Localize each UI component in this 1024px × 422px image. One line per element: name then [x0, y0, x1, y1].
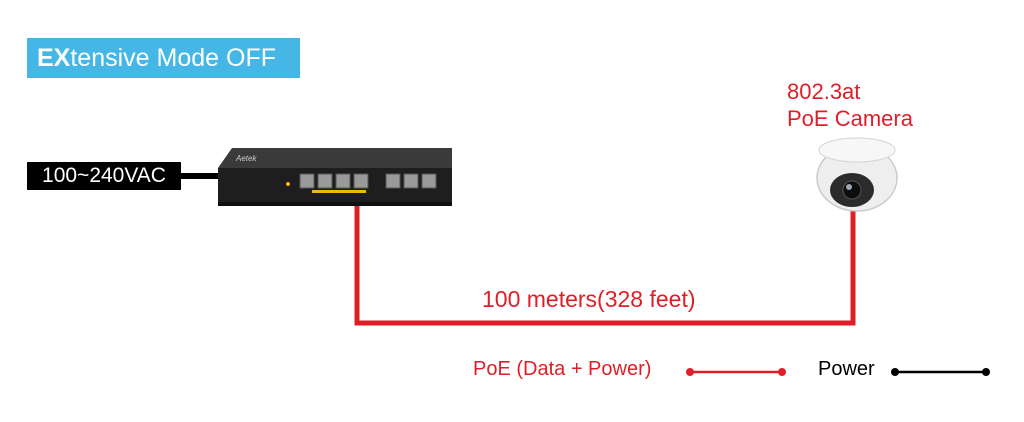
badge-strong: EX	[37, 44, 70, 72]
badge-rest: tensive Mode OFF	[70, 44, 276, 72]
camera-label-line1: 802.3at	[787, 78, 913, 105]
camera-label: 802.3at PoE Camera	[787, 78, 913, 132]
legend-power-line	[891, 368, 990, 376]
legend-poe-label: PoE (Data + Power)	[473, 358, 651, 381]
switch-brand: Aetek	[235, 154, 257, 163]
camera-label-line2: PoE Camera	[787, 105, 913, 132]
poe-camera	[817, 138, 897, 211]
poe-switch: Aetek	[218, 148, 452, 206]
status-led	[286, 182, 290, 186]
switch-ports	[300, 174, 436, 188]
extensive-mode-badge: EXtensive Mode OFF	[27, 38, 300, 78]
legend-poe-line	[686, 368, 786, 376]
power-input-label: 100~240VAC	[27, 162, 181, 190]
cable-distance-label: 100 meters(328 feet)	[482, 286, 696, 313]
legend-power-label: Power	[818, 358, 875, 381]
